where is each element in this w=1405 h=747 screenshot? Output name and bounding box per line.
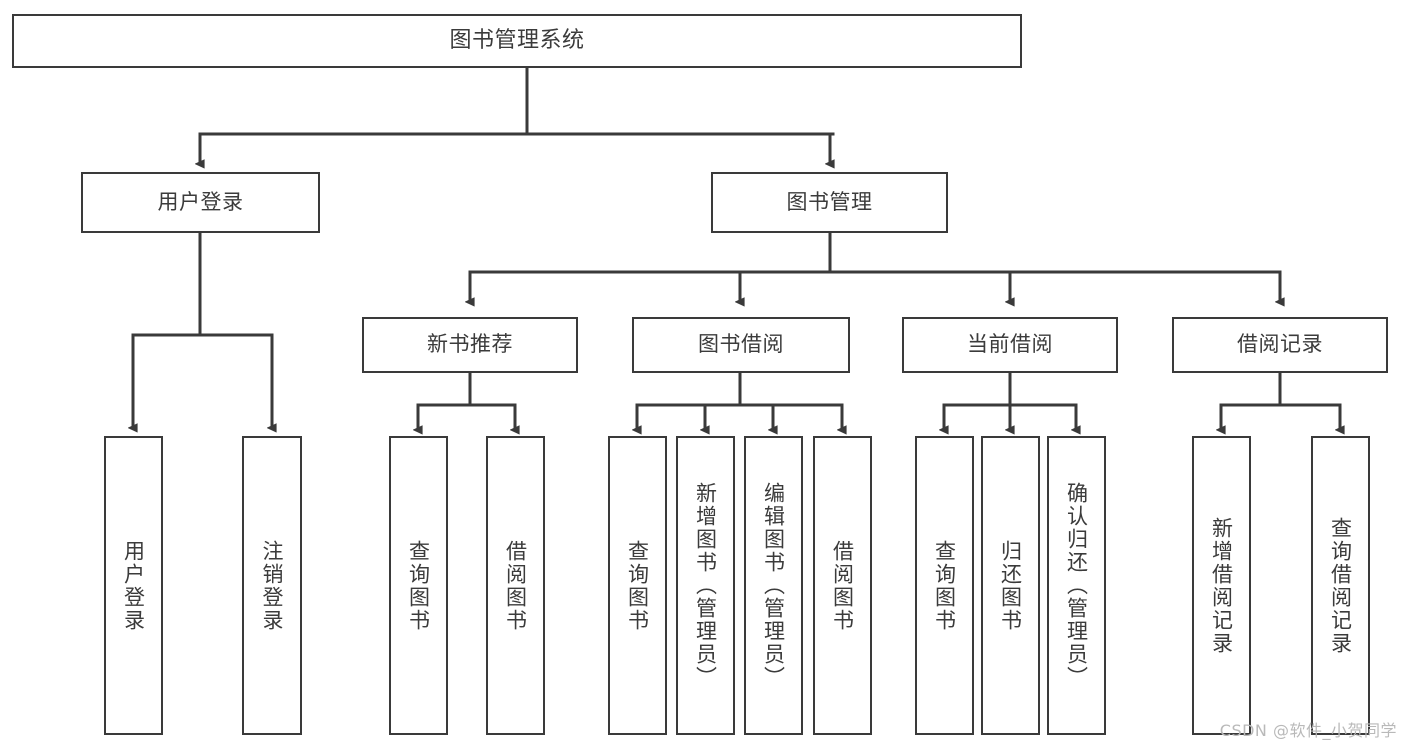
node-label: 查询图书 <box>932 539 957 632</box>
node-leaf-query-record[interactable]: 查询借阅记录 <box>1311 436 1370 735</box>
node-leaf-borrow-book-2[interactable]: 借阅图书 <box>813 436 872 735</box>
node-leaf-query-book-3[interactable]: 查询图书 <box>915 436 974 735</box>
node-label: 图书借阅 <box>698 332 784 357</box>
node-leaf-add-book[interactable]: 新增图书（管理员） <box>676 436 735 735</box>
node-user-login[interactable]: 用户登录 <box>81 172 320 233</box>
node-label: 新书推荐 <box>427 332 513 357</box>
node-borrow-record[interactable]: 借阅记录 <box>1172 317 1388 373</box>
node-label: 借阅图书 <box>503 539 528 632</box>
node-book-manage[interactable]: 图书管理 <box>711 172 948 233</box>
node-label: 编辑图书（管理员） <box>761 482 786 689</box>
node-label: 归还图书 <box>998 539 1023 632</box>
node-leaf-confirm-return[interactable]: 确认归还（管理员） <box>1047 436 1106 735</box>
node-new-book-rec[interactable]: 新书推荐 <box>362 317 578 373</box>
node-leaf-edit-book[interactable]: 编辑图书（管理员） <box>744 436 803 735</box>
node-leaf-return-book[interactable]: 归还图书 <box>981 436 1040 735</box>
node-book-borrow[interactable]: 图书借阅 <box>632 317 850 373</box>
node-leaf-add-record[interactable]: 新增借阅记录 <box>1192 436 1251 735</box>
node-leaf-query-book-2[interactable]: 查询图书 <box>608 436 667 735</box>
node-label: 图书管理 <box>786 189 873 214</box>
node-leaf-user-login[interactable]: 用户登录 <box>104 436 163 735</box>
node-root-system[interactable]: 图书管理系统 <box>12 14 1022 68</box>
node-label: 查询借阅记录 <box>1328 516 1353 655</box>
node-current-borrow[interactable]: 当前借阅 <box>902 317 1118 373</box>
node-label: 借阅图书 <box>830 539 855 632</box>
node-label: 借阅记录 <box>1237 332 1323 357</box>
node-label: 当前借阅 <box>967 332 1053 357</box>
node-label: 新增图书（管理员） <box>693 482 718 689</box>
node-label: 查询图书 <box>625 539 650 632</box>
node-label: 注销登录 <box>260 539 285 632</box>
csdn-watermark: CSDN @软件_小贺同学 <box>1219 721 1397 740</box>
node-leaf-borrow-book-1[interactable]: 借阅图书 <box>486 436 545 735</box>
node-label: 新增借阅记录 <box>1209 516 1234 655</box>
node-label: 图书管理系统 <box>449 27 585 53</box>
node-label: 查询图书 <box>406 539 431 632</box>
node-label: 用户登录 <box>121 539 146 632</box>
node-label: 确认归还（管理员） <box>1064 482 1089 689</box>
node-leaf-user-logout[interactable]: 注销登录 <box>242 436 302 735</box>
node-leaf-query-book-1[interactable]: 查询图书 <box>389 436 448 735</box>
node-label: 用户登录 <box>157 189 244 214</box>
